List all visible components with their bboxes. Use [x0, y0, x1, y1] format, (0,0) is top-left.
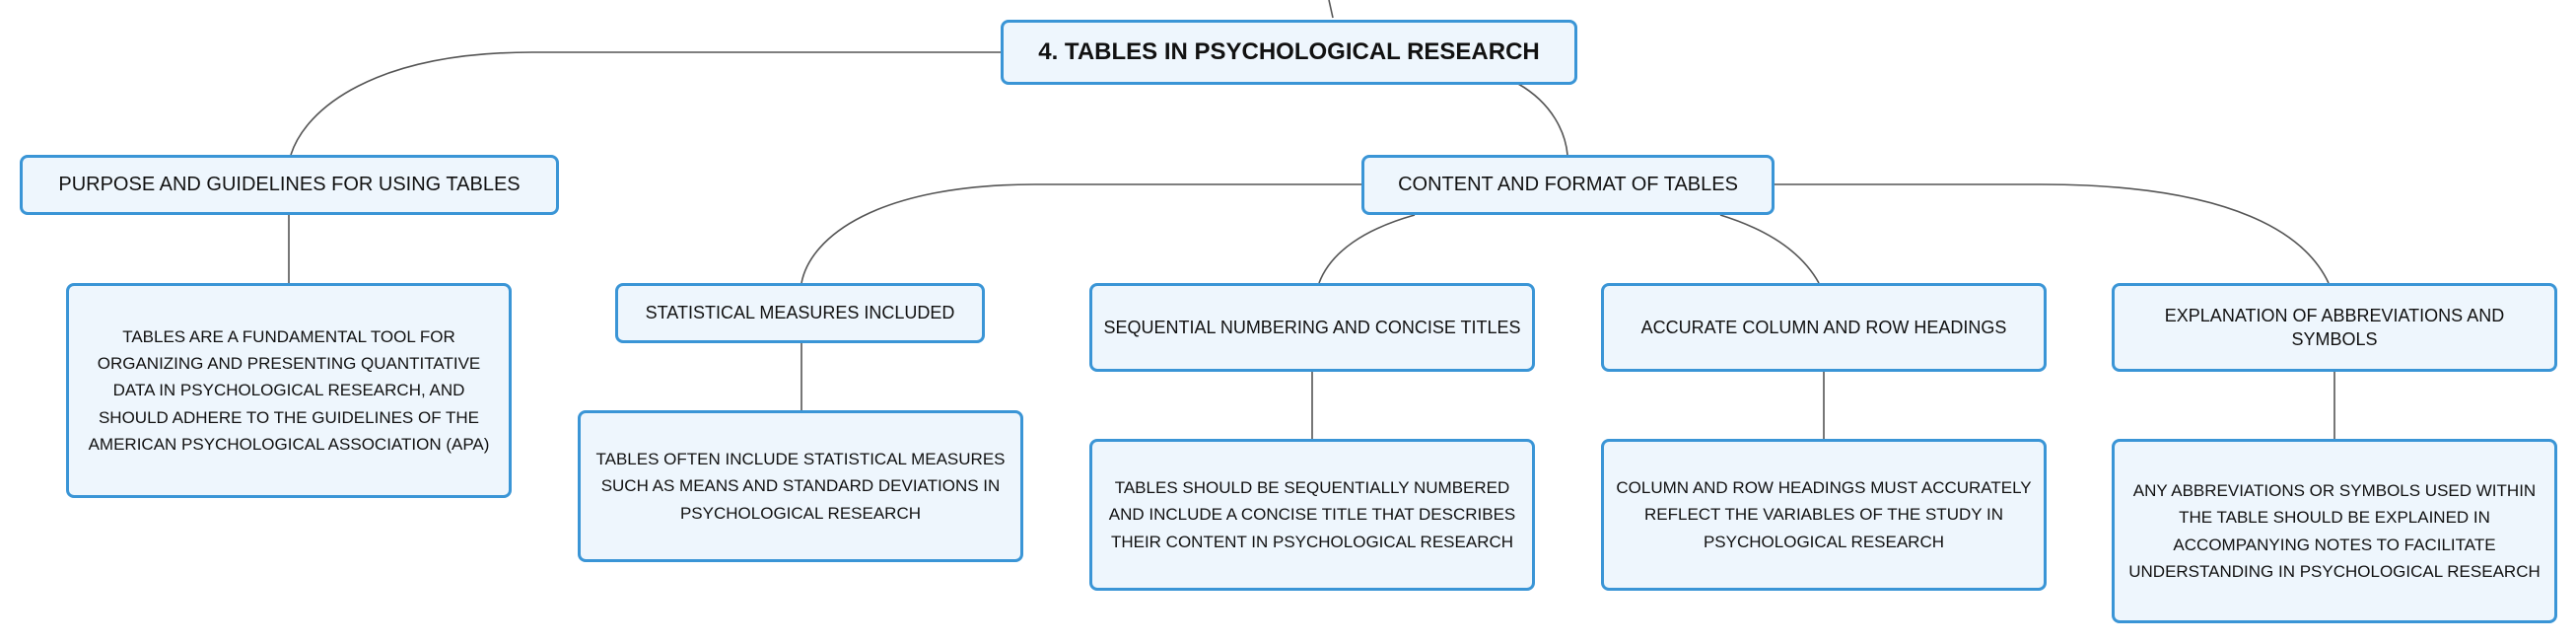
detail-purpose-guidelines[interactable]: TABLES ARE A FUNDAMENTAL TOOL FOR ORGANI…	[66, 283, 512, 498]
detail-abbreviations-symbols[interactable]: ANY ABBREVIATIONS OR SYMBOLS USED WITHIN…	[2112, 439, 2557, 623]
connector-content-accurate	[1719, 214, 1820, 284]
connector-root-content	[1517, 83, 1568, 156]
detail-text: ANY ABBREVIATIONS OR SYMBOLS USED WITHIN…	[2128, 481, 2541, 581]
detail-text: TABLES ARE A FUNDAMENTAL TOOL FOR ORGANI…	[88, 327, 490, 454]
detail-text: TABLES SHOULD BE SEQUENTIALLY NUMBERED A…	[1108, 478, 1516, 551]
topic-label: PURPOSE AND GUIDELINES FOR USING TABLES	[58, 174, 521, 195]
connector-root-top	[1328, 0, 1334, 19]
subtopic-label: EXPLANATION OF ABBREVIATIONS AND SYMBOLS	[2164, 305, 2505, 349]
connector-content-statistical	[801, 183, 1365, 284]
detail-sequential-numbering[interactable]: TABLES SHOULD BE SEQUENTIALLY NUMBERED A…	[1089, 439, 1535, 591]
detail-text: COLUMN AND ROW HEADINGS MUST ACCURATELY …	[1616, 478, 2032, 551]
root-topic-label: 4. TABLES IN PSYCHOLOGICAL RESEARCH	[1038, 37, 1540, 65]
topic-purpose-guidelines[interactable]: PURPOSE AND GUIDELINES FOR USING TABLES	[20, 155, 559, 215]
topic-label: CONTENT AND FORMAT OF TABLES	[1398, 174, 1738, 195]
root-topic[interactable]: 4. TABLES IN PSYCHOLOGICAL RESEARCH	[1001, 20, 1577, 85]
detail-accurate-headings[interactable]: COLUMN AND ROW HEADINGS MUST ACCURATELY …	[1601, 439, 2047, 591]
connector-content-sequential	[1318, 214, 1416, 284]
detail-text: TABLES OFTEN INCLUDE STATISTICAL MEASURE…	[595, 450, 1006, 523]
connector-content-explanation	[1775, 183, 2330, 284]
subtopic-abbreviations-symbols[interactable]: EXPLANATION OF ABBREVIATIONS AND SYMBOLS	[2112, 283, 2557, 372]
connector-root-purpose	[290, 51, 1001, 156]
subtopic-label: SEQUENTIAL NUMBERING AND CONCISE TITLES	[1103, 317, 1521, 337]
subtopic-statistical-measures[interactable]: STATISTICAL MEASURES INCLUDED	[615, 283, 985, 343]
topic-content-format[interactable]: CONTENT AND FORMAT OF TABLES	[1361, 155, 1775, 215]
subtopic-accurate-headings[interactable]: ACCURATE COLUMN AND ROW HEADINGS	[1601, 283, 2047, 372]
subtopic-label: ACCURATE COLUMN AND ROW HEADINGS	[1640, 317, 2007, 337]
detail-statistical-measures[interactable]: TABLES OFTEN INCLUDE STATISTICAL MEASURE…	[578, 410, 1023, 562]
subtopic-label: STATISTICAL MEASURES INCLUDED	[645, 303, 955, 323]
subtopic-sequential-numbering[interactable]: SEQUENTIAL NUMBERING AND CONCISE TITLES	[1089, 283, 1535, 372]
